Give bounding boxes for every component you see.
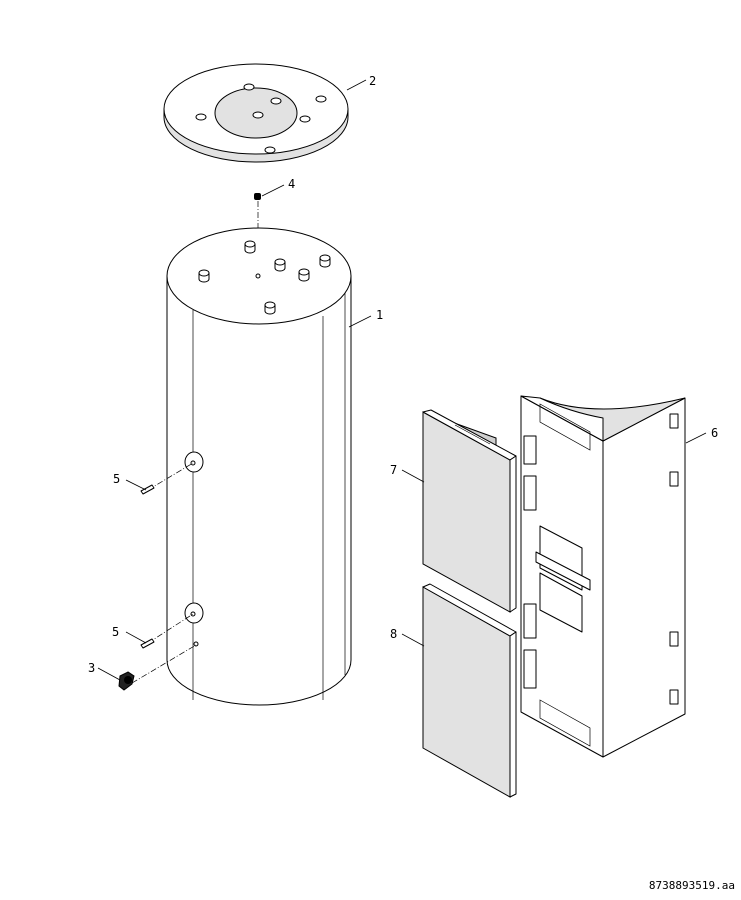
part-2-top-cover bbox=[163, 63, 349, 163]
part-1-tank bbox=[166, 227, 352, 706]
part-6-rear-casing bbox=[520, 395, 686, 758]
callout-5-upper: 5 bbox=[113, 472, 120, 486]
part-5-sensor-lower bbox=[140, 613, 194, 649]
callout-3: 3 bbox=[88, 661, 95, 675]
callout-8: 8 bbox=[390, 627, 397, 641]
callout-1: 1 bbox=[376, 308, 383, 322]
part-8-lower-panel bbox=[422, 583, 517, 798]
part-5-sensor-upper bbox=[140, 462, 194, 495]
part-3-drain-valve bbox=[118, 644, 197, 691]
callout-7: 7 bbox=[390, 463, 397, 477]
document-id: 8738893519.aa bbox=[648, 879, 735, 892]
callout-leaders bbox=[97, 79, 707, 681]
callout-2: 2 bbox=[369, 74, 376, 88]
part-7-upper-panel bbox=[422, 409, 517, 613]
callout-6: 6 bbox=[711, 426, 718, 440]
callout-4: 4 bbox=[288, 177, 295, 191]
callout-5-lower: 5 bbox=[112, 625, 119, 639]
